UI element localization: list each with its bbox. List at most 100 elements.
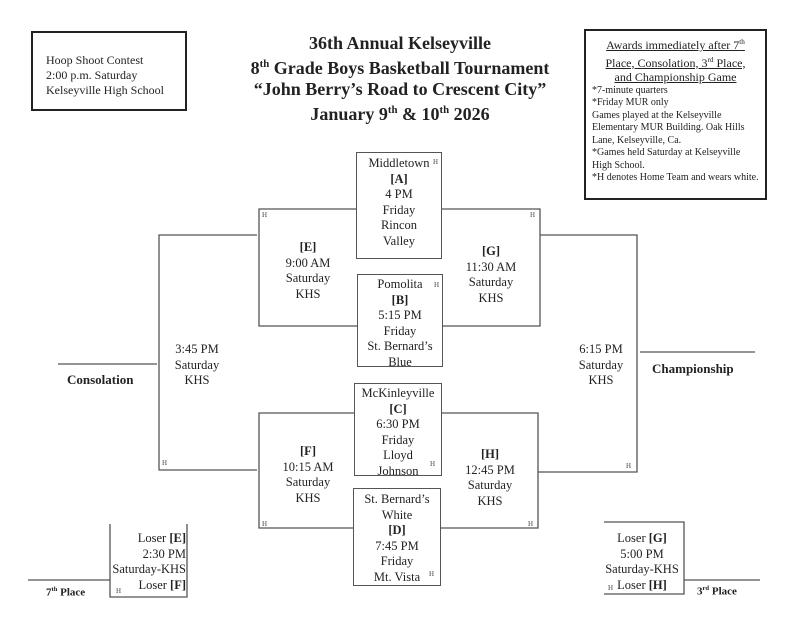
text: St. Bernard’s — [367, 339, 433, 353]
text: White — [381, 507, 413, 522]
game-label: [D] — [388, 523, 406, 537]
text: 7:45 PM — [375, 538, 419, 553]
home-marker: H — [428, 569, 434, 578]
text: 5:00 PM — [620, 546, 664, 561]
text: January 9 — [310, 104, 388, 124]
home-marker: H — [262, 211, 268, 219]
text: Pomolita — [377, 277, 423, 291]
team-rincon-valley: Rincon — [380, 218, 418, 232]
game-label: [A] — [390, 171, 408, 186]
text: Lloyd — [383, 448, 413, 462]
title-line-1: 36th Annual Kelseyville — [308, 33, 492, 53]
text: Grade Boys Basketball Tournament — [269, 58, 550, 78]
text: Place, Consolation, 3 — [605, 55, 708, 70]
text: Friday — [380, 554, 414, 568]
text: KHS — [477, 493, 503, 508]
hoop-line-2: 2:00 p.m. Saturday — [46, 68, 138, 82]
title-line-3: “John Berry’s Road to Crescent City” — [253, 79, 547, 99]
note: Games played at the Kelseyville Elementa… — [592, 109, 745, 146]
text: th — [387, 104, 398, 116]
game-label: [F] — [170, 577, 186, 592]
text: Saturday — [578, 357, 624, 372]
text: Place — [709, 585, 737, 598]
bracket-h — [440, 412, 539, 529]
team-middletown: Middletown — [368, 156, 430, 170]
hoop-line-3: Kelseyville High School — [46, 83, 164, 97]
text: Friday — [381, 432, 415, 447]
game-label: [C] — [389, 401, 407, 416]
home-marker: H — [530, 211, 536, 219]
text: Place — [57, 586, 86, 599]
text: Hoop Shoot Contest 2:00 p.m. Saturday Ke… — [33, 33, 185, 98]
text: KHS — [588, 373, 614, 387]
hoop-line-1: Hoop Shoot Contest — [46, 53, 144, 67]
bracket-consolation — [158, 234, 257, 471]
text: th — [259, 58, 270, 70]
text: Loser [H] — [600, 578, 684, 594]
home-marker: H — [608, 584, 614, 592]
bracket-e — [258, 208, 357, 327]
bracket-championship — [538, 234, 638, 473]
hoop-shoot-box: Hoop Shoot Contest 2:00 p.m. Saturday Ke… — [31, 31, 187, 111]
text: Loser [F] — [110, 578, 186, 594]
text: Saturday — [174, 357, 220, 372]
seventh-bracket — [109, 524, 188, 598]
text: KHS — [184, 373, 210, 387]
text: 6:15 PM — [579, 342, 623, 356]
bracket-g — [441, 208, 541, 327]
text: Mt. Vista — [373, 569, 421, 584]
text: KHS — [295, 490, 321, 505]
text: Awards immediately after 7 — [606, 38, 740, 52]
consolation-label: Consolation — [67, 372, 134, 387]
text: Loser — [138, 577, 171, 592]
note: *Friday MUR only — [592, 97, 669, 108]
text: Loser [G] — [600, 531, 684, 547]
note: *7-minute quarters — [592, 84, 668, 96]
home-marker: H — [626, 462, 632, 470]
text: Loser — [137, 531, 170, 545]
text: Saturday — [285, 271, 331, 285]
home-marker: H — [432, 158, 438, 166]
home-marker: H — [528, 520, 534, 528]
third-place-label: 3rd Place — [697, 585, 737, 598]
text: Friday — [382, 202, 416, 217]
game-label: [F] — [300, 444, 316, 458]
game-label: [H] — [648, 577, 667, 592]
text: Friday — [383, 323, 417, 338]
championship-label: Championship — [652, 361, 734, 376]
text: Johnson — [377, 463, 419, 478]
home-marker: H — [429, 459, 435, 468]
text: Valley — [383, 233, 415, 248]
home-marker: H — [262, 520, 268, 528]
text: Loser — [617, 577, 649, 592]
text: and Championship Game — [614, 70, 737, 84]
title-line-4: January 9th & 10th 2026 — [220, 100, 580, 125]
text: Saturday — [467, 478, 513, 492]
text: Loser — [617, 531, 649, 545]
third-bracket — [604, 521, 685, 595]
text: McKinleyville — [361, 386, 435, 400]
text: th — [51, 586, 58, 593]
text: 2026 — [449, 104, 490, 124]
note: *Games held Saturday at Kelseyville High… — [592, 147, 741, 171]
text: 11:30 AM — [465, 259, 517, 274]
text: th — [739, 38, 745, 46]
text: Place, Consolation, 3rd Place, — [592, 53, 759, 71]
text: 2:30 PM — [142, 546, 186, 561]
text: 4 PM — [385, 187, 413, 201]
text: 7 — [46, 586, 52, 599]
game-label: [E] — [299, 240, 317, 254]
text: rd — [707, 55, 714, 64]
text: 5:15 PM — [378, 308, 422, 322]
text: KHS — [295, 286, 321, 301]
